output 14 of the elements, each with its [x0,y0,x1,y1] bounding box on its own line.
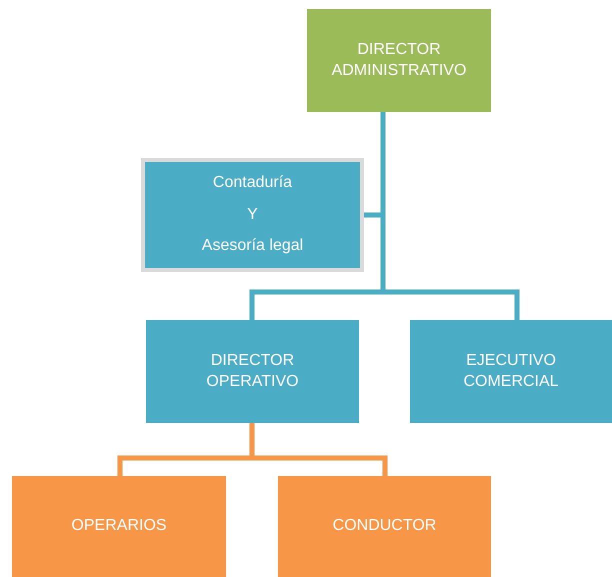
box-label: DIRECTOR ADMINISTRATIVO [330,40,468,80]
box-label: OPERARIOS [70,516,168,536]
org-box [410,320,612,423]
box-label: Y [247,204,258,225]
org-box [141,158,364,272]
org-box [307,9,491,112]
org-box [146,320,359,423]
box-label: DIRECTOR OPERATIVO [205,350,300,392]
box-label: CONDUCTOR [332,516,438,536]
box-label: Asesoría legal [202,236,304,256]
box-label: Contaduría [212,172,292,193]
org-box [12,476,226,577]
org-box [278,476,491,577]
box-label: EJECUTIVO COMERCIAL [462,350,560,392]
